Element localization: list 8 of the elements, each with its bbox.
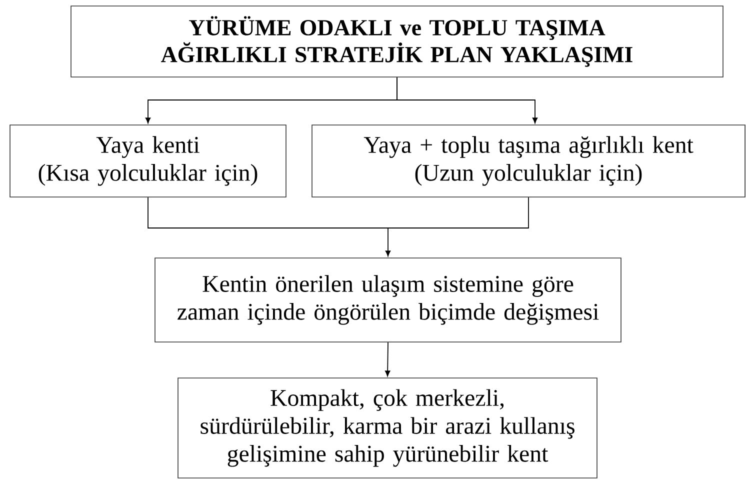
arrow [396, 76, 538, 124]
process-box: Yaya + toplu taşıma ağırlıklı kent (Uzun yolculuklar için) [312, 124, 746, 198]
arrow [148, 196, 529, 256]
process-box: YÜRÜME ODAKLI ve TOPLU TAŞIMA AĞIRLIKLI STRATEJİK PLAN YAKLAŞIMI [70, 6, 724, 78]
process-box: Kompakt, çok merkezli, sürdürülebilir, karma bir arazi kullanış gelişimine sahip yürünebilir kent [178, 378, 598, 478]
process-box: Yaya kenti (Kısa yolculuklar için) [10, 124, 286, 198]
process-box: Kentin önerilen ulaşım sistemine göre zaman içinde öngörülen biçimde değişmesi [154, 258, 622, 342]
arrow [385, 342, 390, 376]
